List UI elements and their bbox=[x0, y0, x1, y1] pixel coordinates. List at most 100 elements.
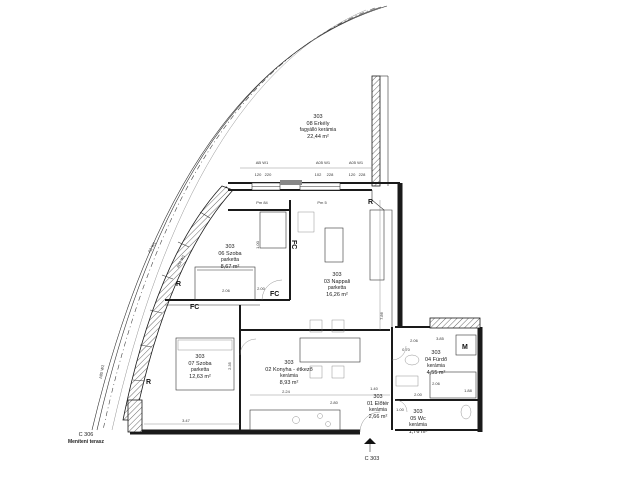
room-area: 1,76 m² bbox=[409, 429, 428, 435]
dim-text: 1.00 bbox=[255, 240, 260, 249]
room-material: kerámia bbox=[369, 407, 387, 413]
dim-text: 228 bbox=[327, 172, 334, 177]
curved-facade-wall bbox=[122, 185, 234, 421]
balcony-outline bbox=[91, 5, 388, 431]
room-name: 05 Wc bbox=[410, 416, 426, 422]
room-material: kerámia bbox=[409, 422, 427, 428]
interior-walls bbox=[127, 200, 483, 435]
room-number: 303 bbox=[313, 114, 322, 120]
tag-r-3: R bbox=[146, 379, 151, 386]
hob-1 bbox=[317, 413, 323, 419]
window-tag: A05 W1 bbox=[349, 160, 364, 165]
dim-text: 220 bbox=[265, 172, 272, 177]
window-tag: A05 W1 bbox=[98, 364, 106, 380]
coffee-table bbox=[324, 227, 344, 263]
room-number: 303 bbox=[195, 354, 204, 360]
dim-text: 3.47 bbox=[182, 418, 191, 423]
east-wall-inner bbox=[371, 190, 393, 327]
dim-text: 3.85 bbox=[436, 336, 445, 341]
window-tag: AB W1 bbox=[256, 160, 269, 165]
dim-text: 2.06 bbox=[410, 338, 419, 343]
room-area: 2,66 m² bbox=[369, 414, 388, 420]
room-area: 22,44 m² bbox=[307, 134, 329, 140]
facade-mullion-1 bbox=[199, 211, 211, 219]
entrance-arrow-icon bbox=[364, 438, 376, 444]
bed-szoba07-pillow bbox=[177, 339, 233, 351]
dim-text: 120 bbox=[255, 172, 262, 177]
room-material: fagyálló kerámia bbox=[300, 127, 337, 133]
room-material: parketta bbox=[221, 257, 239, 263]
room-area: 12,63 m² bbox=[189, 374, 211, 380]
door-tag: Pm 5 bbox=[317, 200, 327, 205]
room-material: parketta bbox=[328, 285, 346, 291]
dim-text: 7.86 bbox=[379, 311, 384, 320]
balcony-outer-edge bbox=[91, 5, 388, 431]
door-swing-szoba07 bbox=[239, 338, 257, 356]
tag-r-1: R bbox=[368, 199, 373, 206]
dim-text: 2.80 bbox=[330, 400, 339, 405]
door-swing-wc bbox=[394, 399, 408, 413]
room-label-szoba07: 303 07 Szoba parketta 12,63 m² bbox=[188, 354, 212, 380]
sink bbox=[292, 416, 300, 424]
washbasin bbox=[404, 354, 420, 366]
balcony-inner-edge bbox=[96, 6, 382, 431]
chair-3 bbox=[309, 365, 323, 379]
room-name: 02 Konyha - étkező bbox=[265, 367, 312, 373]
room-number: 303 bbox=[332, 272, 341, 278]
door-swing-bath bbox=[391, 345, 407, 361]
bath-wall-hatch bbox=[429, 317, 481, 329]
room-label-wc: 303 05 Wc kerámia 1,76 m² bbox=[409, 409, 428, 435]
kitchen-counter bbox=[249, 409, 341, 431]
dim-text: 2.00 bbox=[257, 286, 266, 291]
dim-text: 2.06 bbox=[432, 381, 441, 386]
facade-hatch bbox=[122, 185, 234, 421]
dim-text: 2.24 bbox=[282, 389, 291, 394]
bed-szoba06 bbox=[194, 266, 256, 301]
chair-1 bbox=[309, 319, 323, 333]
wardrobe-szoba06 bbox=[259, 211, 287, 249]
door-swing-szoba06 bbox=[261, 279, 283, 301]
room-area: 8,93 m² bbox=[280, 380, 299, 386]
facade-mullion-2 bbox=[177, 241, 190, 248]
chair-2 bbox=[331, 319, 345, 333]
dim-text: 1.00 bbox=[396, 407, 405, 412]
tag-fc-1: FC bbox=[270, 291, 279, 298]
north-wall bbox=[228, 180, 400, 191]
dim-text: 102 bbox=[315, 172, 322, 177]
washing-machine bbox=[455, 334, 477, 356]
door-tag: Pm 84 bbox=[256, 200, 268, 205]
window-tags: AB W1 A05 W1 A05 W1 A2 W1 A04 W1 A05 W1 bbox=[98, 160, 364, 379]
room-number: 303 bbox=[284, 360, 293, 366]
room-name: 03 Nappali bbox=[324, 279, 350, 285]
door-tags: Pm 84 Pm 5 bbox=[256, 200, 327, 205]
tag-r-2: R bbox=[176, 281, 181, 288]
room-material: kerámia bbox=[427, 363, 445, 369]
dimension-texts: 120 220 102 228 120 228 1.00 2.00 7.86 3… bbox=[182, 172, 473, 423]
room-number: 303 bbox=[373, 394, 382, 400]
room-area: 4,55 m² bbox=[427, 370, 446, 376]
north-column bbox=[280, 180, 302, 185]
window-tag: A05 W1 bbox=[316, 160, 331, 165]
dining-table bbox=[299, 337, 361, 363]
element-tags: R R R FC FC FC M bbox=[146, 199, 468, 386]
dim-text: 2.06 bbox=[222, 288, 231, 293]
room-name: 07 Szoba bbox=[188, 361, 212, 367]
facade-mullion-5 bbox=[139, 344, 153, 348]
dim-text: 1.40 bbox=[370, 386, 379, 391]
furniture bbox=[175, 209, 477, 431]
terrace-code: C 306 bbox=[79, 432, 94, 438]
room-name: 04 Fürdő bbox=[425, 357, 447, 363]
door-swings bbox=[239, 279, 408, 433]
dim-text: 2.35 bbox=[227, 361, 232, 370]
door-swing-entrance bbox=[359, 411, 381, 433]
balcony-wall-hatch bbox=[371, 75, 381, 187]
armchair bbox=[297, 211, 315, 233]
dim-text: 1.88 bbox=[464, 388, 473, 393]
room-label-konyha: 303 02 Konyha - étkező kerámia 8,93 m² bbox=[265, 360, 312, 386]
facade-mullion-3 bbox=[161, 274, 174, 280]
room-label-furdo: 303 04 Fürdő kerámia 4,55 m² bbox=[425, 350, 447, 376]
facade-mullion-6 bbox=[132, 379, 146, 382]
room-material: kerámia bbox=[280, 373, 298, 379]
southwest-column bbox=[127, 399, 143, 433]
room-material: parketta bbox=[191, 367, 209, 373]
